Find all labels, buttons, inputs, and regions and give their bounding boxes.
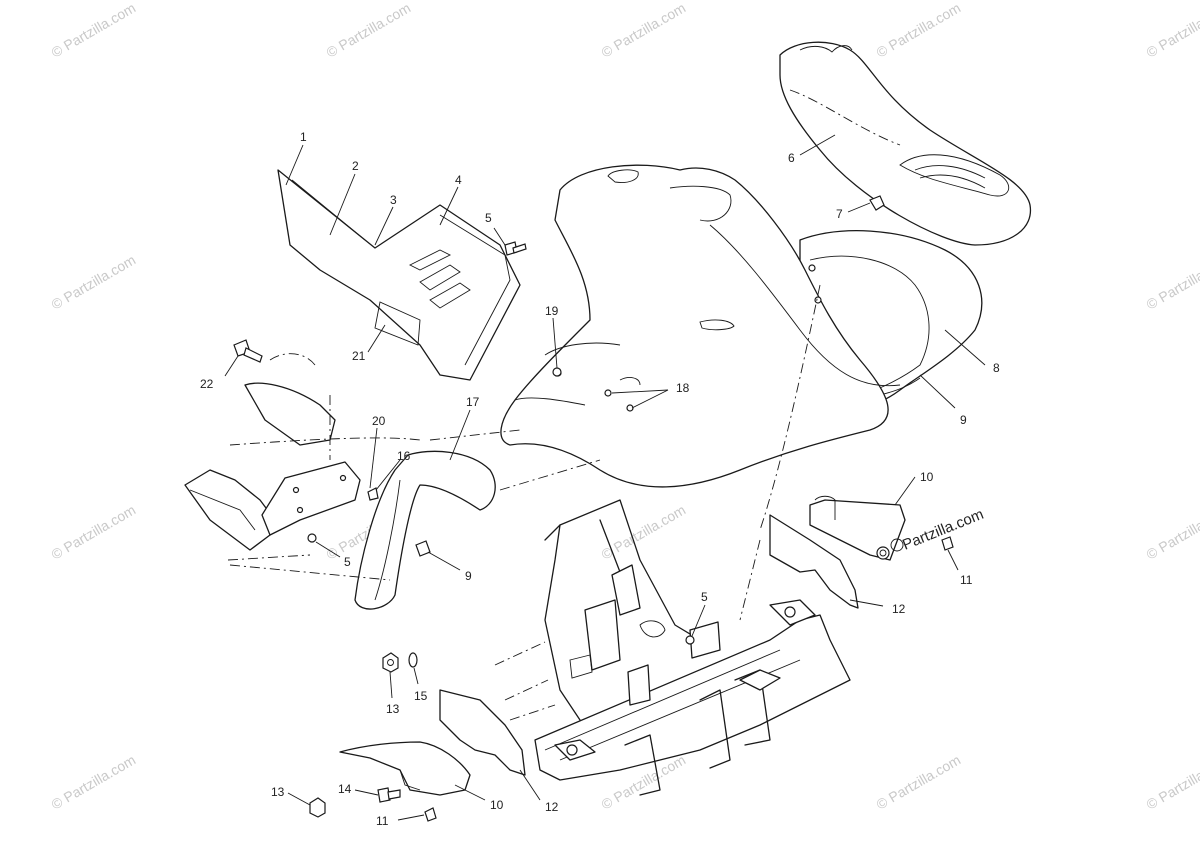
callout-12: 12 — [545, 800, 559, 814]
screw-part-5-top[interactable] — [504, 241, 527, 256]
clip-part-16[interactable] — [367, 487, 379, 501]
brand-stamp-text: Partzilla.com — [900, 506, 986, 554]
callout-5: 5 — [701, 590, 708, 604]
watermark: © Partzilla.com — [1144, 252, 1200, 313]
screw-part-5-left[interactable] — [307, 533, 317, 543]
watermark: © Partzilla.com — [49, 502, 139, 563]
bolt-part-14[interactable] — [377, 787, 401, 803]
watermark: © Partzilla.com — [324, 0, 414, 61]
mudflap-part-12-right[interactable] — [769, 514, 859, 609]
callout-7: 7 — [836, 207, 843, 221]
callout-3: 3 — [390, 193, 397, 207]
seat-part-6[interactable] — [779, 41, 1032, 246]
watermark: © Partzilla.com — [1144, 502, 1200, 563]
callout-22: 22 — [200, 377, 214, 391]
side-panel-assembly[interactable] — [277, 169, 521, 381]
callout-9: 9 — [465, 569, 472, 583]
watermark: © Partzilla.com — [599, 502, 689, 563]
watermark: © Partzilla.com — [49, 0, 139, 61]
callout-8: 8 — [993, 361, 1000, 375]
callout-5: 5 — [485, 211, 492, 225]
callout-10: 10 — [490, 798, 504, 812]
callout-11: 11 — [960, 573, 973, 587]
callout-13: 13 — [271, 785, 285, 799]
callout-2: 2 — [352, 159, 359, 173]
frame[interactable] — [494, 499, 851, 796]
leader-lines — [224, 134, 986, 821]
callout-17: 17 — [466, 395, 480, 409]
screw-part-11-lower[interactable] — [424, 807, 437, 822]
nut-part-13-lower[interactable] — [309, 797, 326, 818]
hardware[interactable] — [233, 195, 954, 822]
clip-part-7[interactable] — [869, 195, 885, 211]
brand-stamp: Partzilla.com — [890, 506, 986, 554]
callout-19: 19 — [545, 304, 559, 318]
callout-6: 6 — [788, 151, 795, 165]
nut-part-13-upper[interactable] — [382, 652, 399, 673]
watermark: © Partzilla.com — [874, 0, 964, 61]
watermark: © Partzilla.com — [1144, 0, 1200, 61]
callout-4: 4 — [455, 173, 462, 187]
assembly-lines — [227, 284, 821, 621]
callout-16: 16 — [397, 449, 411, 463]
watermark: © Partzilla.com — [1144, 752, 1200, 813]
watermark: © Partzilla.com — [874, 752, 964, 813]
front-fender-body[interactable] — [500, 164, 901, 488]
callout-9: 9 — [960, 413, 967, 427]
callout-14: 14 — [338, 782, 352, 796]
watermark: © Partzilla.com — [599, 752, 689, 813]
left-footrest[interactable] — [184, 353, 361, 551]
clip-part-9-left[interactable] — [415, 540, 431, 557]
callout-15: 15 — [414, 689, 428, 703]
callout-11: 11 — [376, 814, 389, 828]
watermark: © Partzilla.com — [49, 752, 139, 813]
shield-part-10-left[interactable] — [339, 741, 471, 796]
callout-18: 18 — [676, 381, 690, 395]
watermark: © Partzilla.com — [49, 252, 139, 313]
screw-part-5-frame[interactable] — [685, 635, 695, 645]
callout-21: 21 — [352, 349, 366, 363]
washer-part-15[interactable] — [408, 652, 418, 668]
callout-5: 5 — [344, 555, 351, 569]
callout-13: 13 — [386, 702, 400, 716]
callout-10: 10 — [920, 470, 934, 484]
callout-1: 1 — [300, 130, 307, 144]
callout-labels: 1 2 3 4 5 6 7 8 9 19 18 21 22 20 17 16 5… — [200, 130, 1000, 828]
bolt-part-22[interactable] — [233, 339, 263, 363]
clip-part-11-right[interactable] — [941, 536, 954, 551]
nut-part-19[interactable] — [552, 367, 562, 377]
fender-flare-part-17[interactable] — [354, 450, 496, 610]
callout-20: 20 — [372, 414, 386, 428]
watermark: © Partzilla.com — [599, 0, 689, 61]
bracket-part-10-right[interactable] — [809, 495, 906, 561]
mudflap-part-12-left[interactable] — [439, 689, 526, 776]
callout-12: 12 — [892, 602, 906, 616]
